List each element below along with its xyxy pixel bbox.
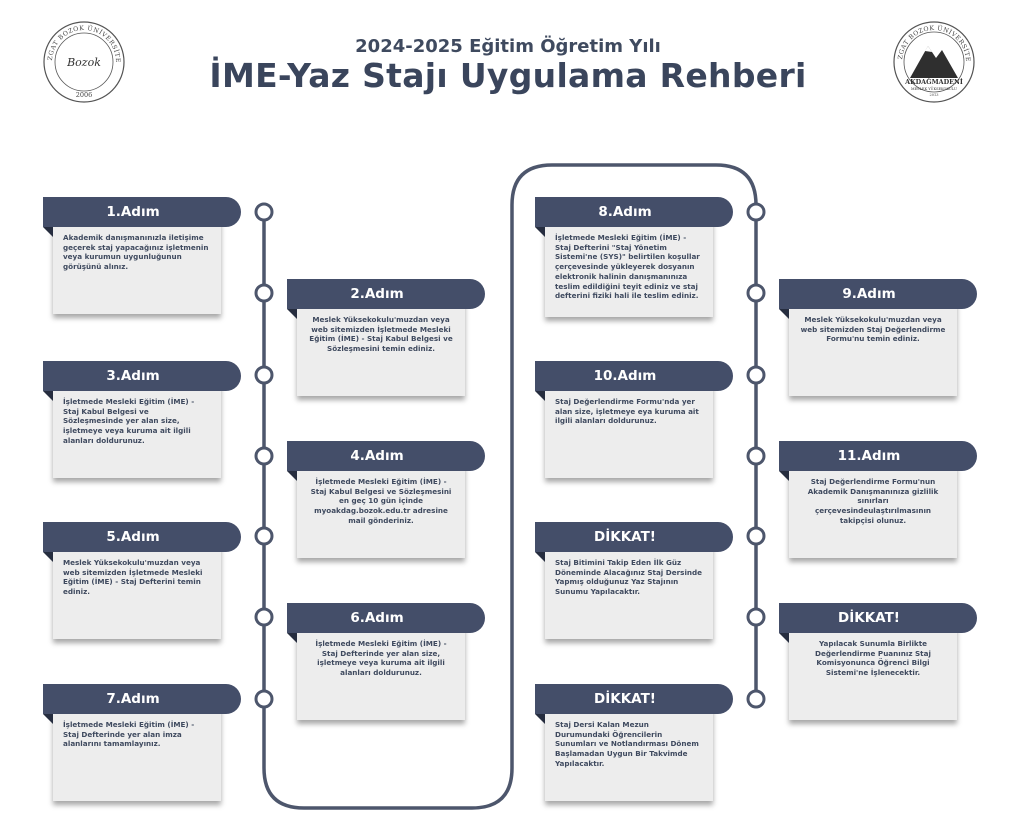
ribbon-fold [287,633,297,643]
svg-text:MESLEK YÜKSEKOKULU: MESLEK YÜKSEKOKULU [911,86,957,91]
timeline-node [254,607,274,627]
svg-text:Bozok: Bozok [66,56,101,69]
akdagmadeni-school-logo: YOZGAT BOZOK ÜNİVERSİTESİ AKDAĞMADENİ ME… [892,20,975,103]
ribbon-fold [535,391,545,401]
warning-card-label: DİKKAT! [779,603,977,633]
ribbon-fold [43,227,53,237]
timeline-node [254,526,274,546]
step-card-label: 2.Adım [287,279,485,309]
step-card-text: İşletmede Mesleki Eğitim (İME) - Staj De… [545,219,713,317]
timeline-node [746,202,766,222]
ribbon-fold [535,552,545,562]
timeline-node [746,446,766,466]
timeline-node [254,202,274,222]
step-card-text: İşletmede Mesleki Eğitim (İME) - Staj Ka… [297,463,465,558]
warning-card-label: DİKKAT! [535,522,733,552]
mountain-icon [910,46,958,78]
warning-card-text: Staj Dersi Kalan Mezun Durumundaki Öğren… [545,706,713,801]
timeline-node [254,365,274,385]
timeline-node [746,689,766,709]
svg-text:2013: 2013 [930,93,939,97]
step-card-text: İşletmede Mesleki Eğitim (İME) - Staj Ka… [53,383,221,478]
step-card-text: Meslek Yüksekokulu'muzdan veya web sitem… [789,301,957,396]
timeline-node [746,283,766,303]
timeline-node [746,607,766,627]
timeline-node [746,526,766,546]
timeline-nodes [254,202,766,709]
ribbon-fold [779,471,789,481]
page-subtitle: 2024-2025 Eğitim Öğretim Yılı [355,36,661,57]
warning-card-label: DİKKAT! [535,684,733,714]
step-card-label: 1.Adım [43,197,241,227]
step-card-label: 8.Adım [535,197,733,227]
step-card-label: 3.Adım [43,361,241,391]
bozok-university-logo: YOZGAT BOZOK ÜNİVERSİTESİ Bozok 2006 [42,20,125,103]
warning-card-text: Yapılacak Sunumla Birlikte Değerlendirme… [789,625,957,720]
step-card-label: 10.Adım [535,361,733,391]
warning-card-text: Staj Bitimini Takip Eden İlk Güz Dönemin… [545,544,713,639]
ribbon-fold [779,309,789,319]
timeline-node [254,283,274,303]
ribbon-fold [779,633,789,643]
ribbon-fold [535,227,545,237]
step-card-label: 11.Adım [779,441,977,471]
step-card-text: İşletmede Mesleki Eğitim (İME) - Staj De… [53,706,221,801]
step-card-label: 7.Adım [43,684,241,714]
step-card-text: Meslek Yüksekokulu'muzdan veya web sitem… [53,544,221,639]
ribbon-fold [43,391,53,401]
timeline-node [254,446,274,466]
step-card-text: Staj Değerlendirme Formu'nda yer alan si… [545,383,713,478]
step-card-text: Akademik danışmanınızla iletişime geçere… [53,219,221,314]
svg-text:2006: 2006 [76,91,93,99]
timeline-node [746,365,766,385]
ribbon-fold [43,714,53,724]
page-title: İME-Yaz Stajı Uygulama Rehberi [209,56,807,95]
ribbon-fold [43,552,53,562]
step-card-label: 5.Adım [43,522,241,552]
ribbon-fold [535,714,545,724]
step-card-text: İşletmede Mesleki Eğitim (İME) - Staj De… [297,625,465,720]
step-card-label: 9.Adım [779,279,977,309]
ribbon-fold [287,309,297,319]
timeline-node [254,689,274,709]
step-card-label: 4.Adım [287,441,485,471]
timeline-path [262,163,758,810]
step-card-label: 6.Adım [287,603,485,633]
step-card-text: Meslek Yüksekokulu'muzdan veya web sitem… [297,301,465,396]
svg-text:AKDAĞMADENİ: AKDAĞMADENİ [904,77,963,86]
step-card-text: Staj Değerlendirme Formu'nun Akademik Da… [789,463,957,558]
ribbon-fold [287,471,297,481]
